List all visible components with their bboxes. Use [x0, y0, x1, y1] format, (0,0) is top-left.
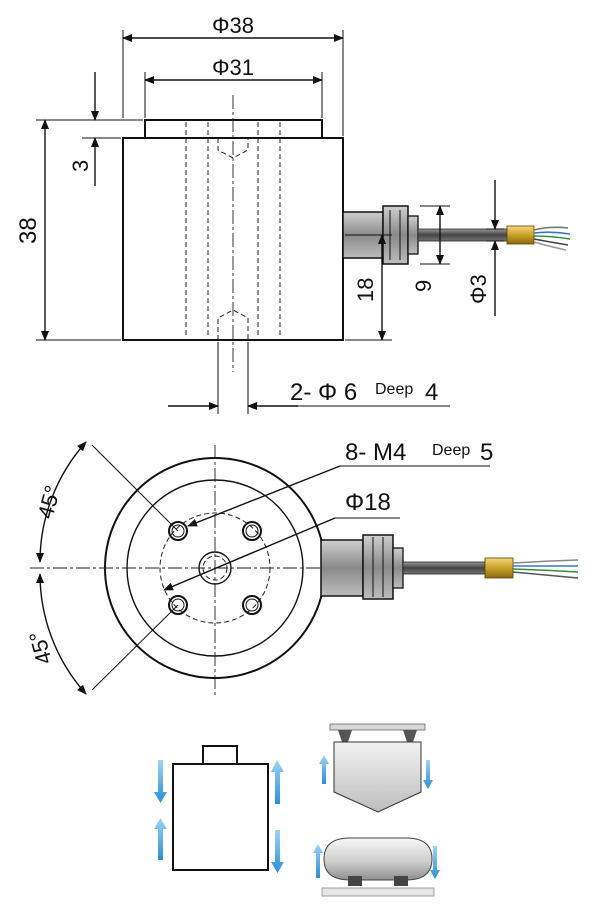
top-boss [144, 119, 323, 139]
dim-cable-diameter: Φ3 [466, 274, 491, 304]
thread-depth: 5 [480, 439, 493, 466]
thread-label: 8- M4 [345, 439, 406, 466]
top-cable-wires [512, 559, 579, 579]
tank-weighing-icon [313, 837, 440, 897]
top-cable-gland [320, 534, 404, 600]
compression-sensor-icon [154, 745, 284, 873]
cable [417, 228, 509, 242]
dim-gland: 9 [411, 280, 436, 292]
top-view: 45° 45° 8- M4 Deep 5 Φ18 [24, 439, 579, 695]
bottom-hole-label: 2- Φ 6 [290, 379, 357, 406]
dim-height: 38 [15, 217, 42, 244]
hopper-weighing-icon [319, 723, 433, 813]
brass-ferrule [506, 225, 535, 245]
side-view: Φ38 Φ31 3 38 18 9 Φ3 [15, 13, 571, 414]
pitch-circle-label: Φ18 [345, 489, 391, 516]
cable-wires [533, 226, 571, 251]
bottom-hole-depth: 4 [425, 379, 438, 406]
dim-connector-height: 18 [353, 278, 378, 302]
bottom-hole-deep: Deep [375, 381, 413, 398]
hidden-bores [185, 122, 281, 340]
m4-thread-holes [168, 521, 262, 615]
dim-top-step: 3 [68, 160, 93, 172]
angle-upper: 45° [33, 483, 66, 522]
top-cable [402, 561, 486, 575]
application-icons [154, 723, 440, 897]
angle-lower: 45° [24, 629, 57, 668]
thread-deep: Deep [432, 442, 470, 459]
dim-top-diameter: Φ31 [212, 55, 254, 80]
top-brass-ferrule [484, 557, 514, 579]
dim-outer-diameter: Φ38 [212, 13, 254, 38]
